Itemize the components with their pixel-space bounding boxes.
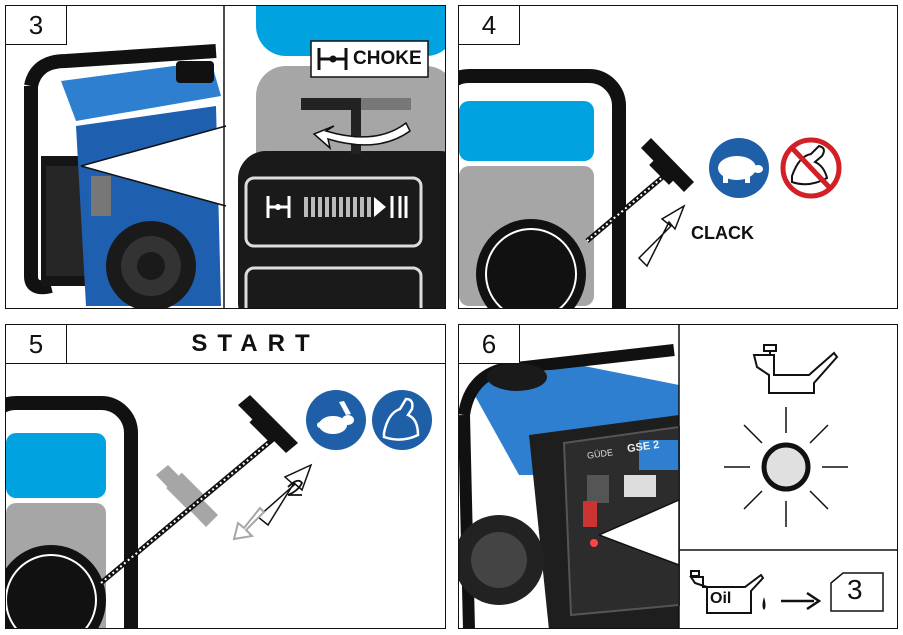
choke-zoom-view (238, 6, 445, 308)
no-force-icon (780, 137, 842, 199)
step-number: 3 (6, 6, 67, 45)
step-number: 5 (6, 325, 67, 364)
panel-3-illustration (6, 6, 445, 308)
strong-arm-icon (372, 390, 432, 450)
turtle-slow-icon (709, 138, 769, 198)
panel-6-illustration (459, 325, 897, 628)
panel-4-illustration (459, 69, 842, 308)
start-title: START (66, 325, 445, 364)
oil-refill-icon (689, 570, 765, 614)
rabbit-fast-icon (306, 390, 366, 450)
choke-icon (317, 48, 348, 70)
panel-step-3: 3 (5, 5, 446, 309)
oil-can-icon (752, 344, 839, 394)
return-arrow-icon (232, 506, 266, 541)
clack-label: CLACK (691, 223, 754, 243)
panel-step-4: 4 CLACK (458, 5, 898, 309)
panel-5-illustration (6, 390, 432, 628)
step-number: 4 (459, 6, 520, 45)
panel-step-6: 6 (458, 324, 898, 629)
panel-step-5: 5 START (5, 324, 446, 629)
choke-label: CHOKE (353, 48, 422, 69)
pull-arrow-icon (256, 463, 313, 527)
page-reference-number: 3 (847, 574, 863, 605)
pull-arrow-icon (637, 204, 686, 268)
generator-photo (459, 344, 680, 628)
page-reference-box (830, 572, 884, 612)
step-number: 6 (459, 325, 520, 364)
oil-label: Oil (710, 590, 732, 607)
oil-warning-light-icon (724, 407, 848, 527)
